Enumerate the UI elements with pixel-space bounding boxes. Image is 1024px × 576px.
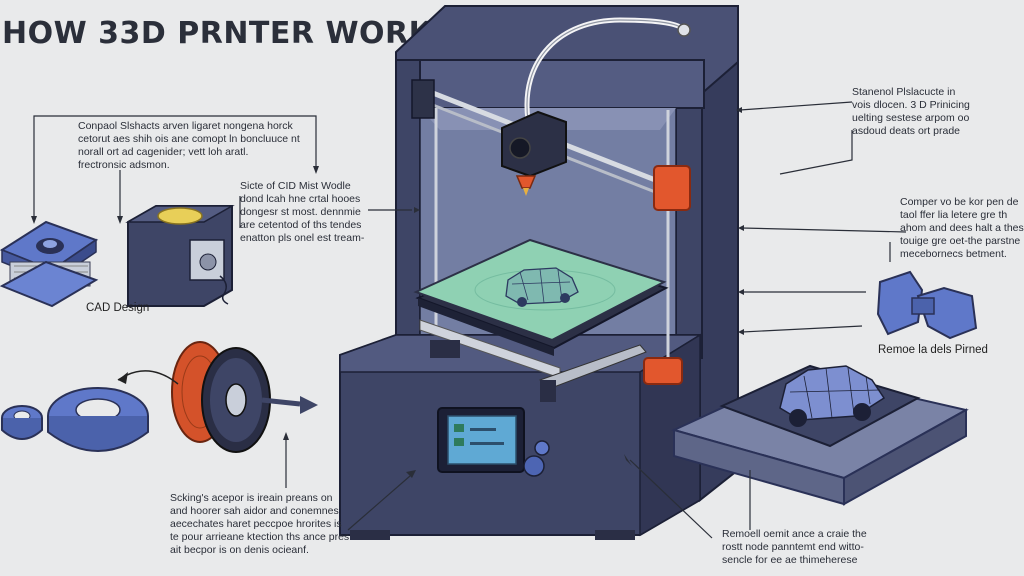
filament-spool-icon [171, 341, 318, 453]
print-head [501, 110, 567, 196]
small-ring-icon [1, 405, 43, 440]
puzzle-part-icon [876, 270, 978, 340]
page-title: HOW 33D PRNTER WORKS [2, 16, 455, 51]
note-top-right: Stanenol Plslacucte in vois dlocen. 3 D … [852, 86, 970, 137]
note-bottom-left: Scking's acepor is ireain preans on and … [170, 492, 350, 556]
build-plate [413, 238, 669, 356]
note-bottom-right: Remoell oemit ance a craie the rostt nod… [722, 528, 867, 566]
control-panel [437, 407, 550, 477]
callout-lines [33, 101, 907, 539]
printed-car-icon [671, 364, 969, 506]
ring-part-icon [47, 387, 149, 452]
printer-frame [339, 5, 739, 540]
caption-cad-design: CAD Design [86, 302, 150, 314]
z-bracket-bottom [643, 357, 683, 385]
caption-remove-printed: Remoe la dels Pirned [878, 344, 988, 356]
note-mid-left: Sicte of CID Mist Wodle dond lcah hne cr… [240, 180, 365, 244]
note-top-left: Conpaol Slshacts arven ligaret nongena h… [78, 120, 300, 171]
cad-frame-icon [0, 220, 99, 308]
filament-box-icon [125, 205, 235, 307]
z-bracket-top [653, 165, 691, 211]
callout-arrowheads [31, 107, 744, 478]
note-mid-right: Comper vo be kor pen de taol ffer lia le… [900, 196, 1024, 260]
